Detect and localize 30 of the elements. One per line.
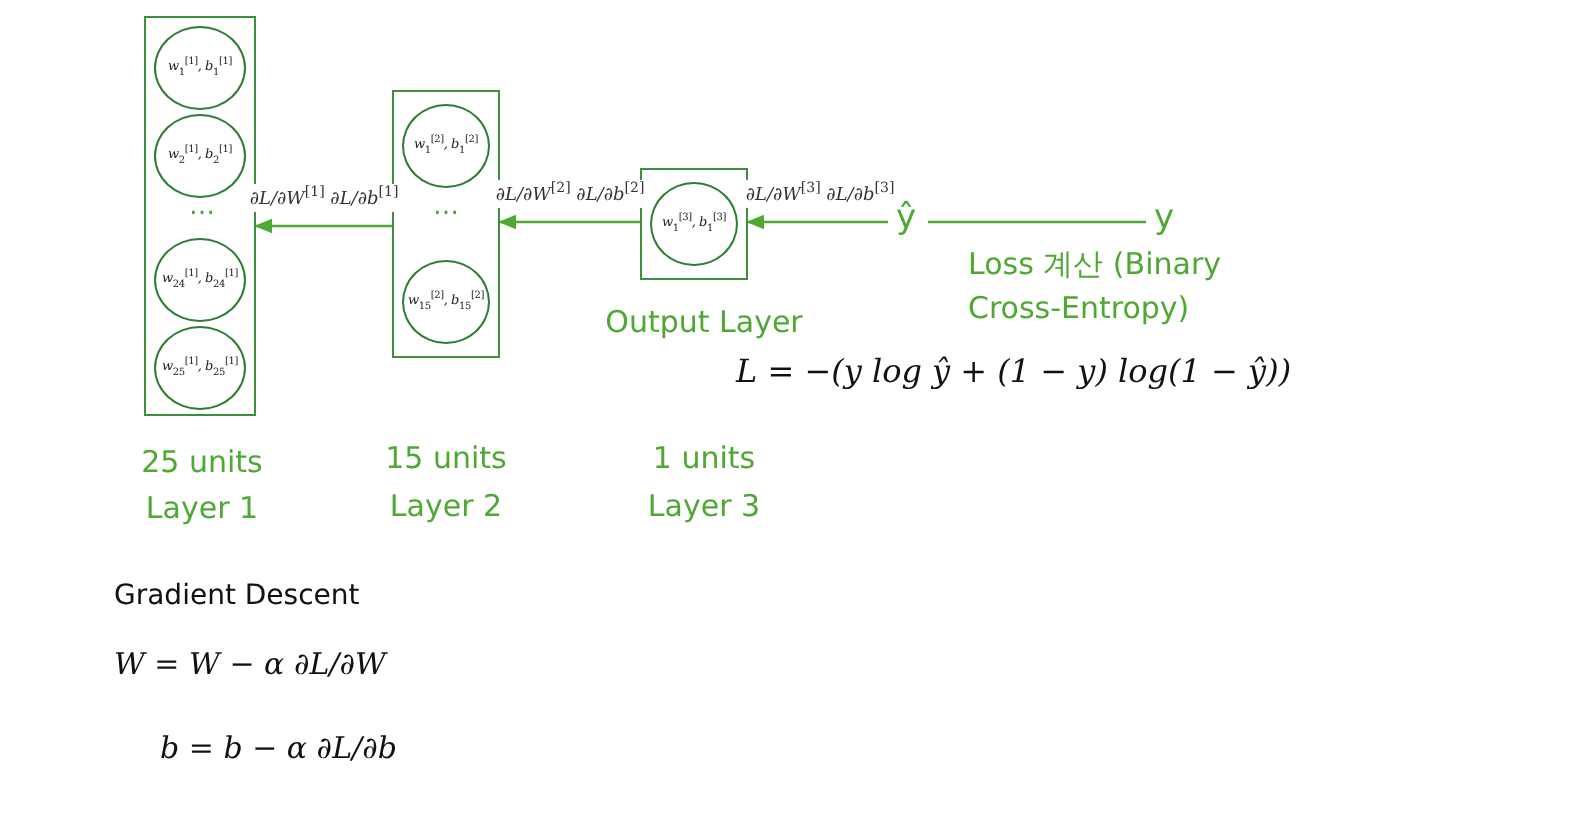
neuron-circle (154, 238, 246, 322)
loss-formula: L = −(y log ŷ + (1 − y) log(1 − ŷ)) (736, 352, 1292, 390)
ellipsis: … (433, 192, 459, 222)
ellipsis: … (189, 192, 215, 222)
layer-caption: 1 units (652, 440, 756, 476)
layer-caption: Layer 3 (647, 488, 761, 524)
section-heading: Gradient Descent (114, 580, 360, 612)
connector-line (928, 220, 1146, 224)
gradient-label: ∂L/∂W$^{[1]}$ ∂L/∂b$^{[1]}$ (249, 184, 399, 212)
variable-label: y (1154, 202, 1175, 236)
arrow (746, 214, 888, 230)
neuron-circle (154, 326, 246, 410)
layer-caption: 15 units (385, 440, 507, 476)
layer-caption: Output Layer (605, 304, 803, 340)
arrow (498, 214, 640, 230)
neuron-circle (154, 26, 246, 110)
neuron-circle (402, 260, 490, 344)
neuron-circle (154, 114, 246, 198)
gradient-label: ∂L/∂W$^{[2]}$ ∂L/∂b$^{[2]}$ (495, 180, 645, 208)
neuron-circle (402, 104, 490, 188)
layer-box (640, 168, 748, 280)
layer-caption: Layer 2 (389, 488, 503, 524)
gradient-label: ∂L/∂W$^{[3]}$ ∂L/∂b$^{[3]}$ (745, 180, 895, 208)
neuron-circle (650, 182, 738, 266)
update-formula: b = b − α ∂L/∂b (160, 730, 397, 766)
arrow (254, 218, 392, 234)
layer-caption: Layer 1 (145, 490, 259, 526)
variable-label: ŷ (896, 202, 917, 236)
update-formula: W = W − α ∂L/∂W (114, 646, 386, 682)
layer-caption: 25 units (141, 444, 263, 480)
